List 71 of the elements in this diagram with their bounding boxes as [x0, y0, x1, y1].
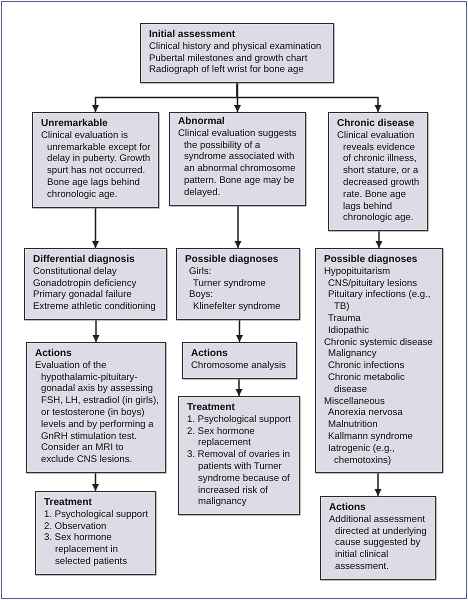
process-box — [176, 248, 300, 320]
box-heading: Possible diagnoses — [185, 254, 280, 266]
box-text: Malignancy — [327, 348, 378, 360]
process-box — [140, 23, 334, 84]
process-box — [35, 491, 156, 575]
box-text: Clinical evaluation suggests the possibility of a syndrome associated with an abnormal chromosome pattern. Bone age may be delayed. — [178, 128, 298, 199]
process-box — [169, 112, 306, 206]
box-text: CNS/pituitary lesions — [327, 278, 418, 290]
box-heading: Unremarkable — [41, 118, 109, 130]
box-heading: Actions — [329, 502, 367, 514]
arrow — [234, 206, 242, 248]
box-text: 1. Psychological support — [187, 414, 292, 426]
process-box — [328, 112, 428, 232]
box-text: Idiopathic — [327, 324, 370, 337]
box-text: Clinical evaluation reveals evidence of chronic illness, short stature, or a decreased growth rate. Bone age lags behind chronologic age. — [337, 130, 420, 224]
box-text: Clinical history and physical examination — [149, 40, 322, 53]
arrow — [374, 473, 382, 496]
box-heading: Abnormal — [178, 116, 226, 128]
box-text: Malnutrition — [327, 419, 379, 431]
box-text: Chronic systemic disease — [324, 336, 434, 348]
box-text: Extreme athletic conditioning — [33, 301, 157, 313]
box-text: Additional assessment directed at underlying cause suggested by initial clinical assessment. — [329, 514, 428, 573]
box-heading: Initial assessment — [149, 29, 236, 41]
process-box — [178, 396, 300, 516]
arrow — [92, 320, 100, 342]
box-heading: Possible diagnoses — [324, 254, 418, 266]
box-text: Iatrogenic (e.g., chemotoxins) — [327, 442, 396, 466]
box-heading: Treatment — [44, 497, 93, 509]
box-text: 2. Observation — [44, 520, 108, 532]
box-text: Chronic metabolic disease — [327, 372, 406, 396]
process-box — [24, 248, 167, 320]
box-heading: Differential diagnosis — [33, 254, 136, 266]
arrow — [236, 379, 242, 396]
box-text: Radiograph of left wrist for bone age — [149, 64, 305, 76]
arrow — [92, 473, 99, 491]
process-box — [182, 342, 297, 379]
box-text: Miscellaneous — [324, 396, 386, 408]
box-text: 1. Psychological support — [44, 508, 149, 521]
box-text: Primary gonadal failure — [33, 289, 133, 302]
arrow — [234, 83, 241, 112]
box-text: Trauma — [327, 312, 362, 325]
box-text: Clinical evaluation is unremarkable except for delay in puberty. Growth spurt has not occurred. Bone age lags behind chronologic age. — [41, 130, 152, 201]
process-box — [320, 496, 436, 580]
box-text: 2. Sex hormone replacement — [187, 426, 256, 450]
box-text: 3. Sex hormone replacement in selected patients — [44, 532, 128, 568]
box-text: Pubertal milestones and growth chart — [149, 52, 308, 64]
box-text: Gonadotropin deficiency — [33, 278, 138, 290]
box-text: Boys: — [188, 289, 214, 302]
box-heading: Treatment — [187, 402, 236, 414]
arrow — [236, 320, 243, 342]
box-text: 3. Removal of ovaries in patients with Turner syndrome because of increased risk of malignancy — [187, 449, 291, 508]
box-text: Hypopituitarism — [324, 266, 392, 278]
box-text: Evaluation of the hypothalamic-pituitary-gonadal axis by assessing FSH, LH, estradiol (in girls), or testosterone (in boys) levels and by performing a GnRH stimulation test. Consider an MRI to exclude CNS lesions. — [35, 360, 159, 466]
box-text: Chronic infections — [327, 360, 406, 372]
box-text: Anorexia nervosa — [327, 407, 404, 420]
process-box — [32, 112, 159, 208]
box-heading: Actions — [191, 348, 229, 360]
arrow — [236, 83, 382, 112]
arrow — [376, 231, 382, 248]
process-box — [315, 248, 443, 474]
box-text: Pituitary infections (e.g., TB) — [327, 289, 432, 313]
box-text: Klinefelter syndrome — [192, 301, 282, 313]
box-text: Kallmann syndrome — [327, 430, 414, 443]
box-text: Chromosome analysis — [191, 360, 287, 372]
box-heading: Actions — [35, 348, 73, 360]
arrow — [92, 208, 99, 248]
box-text: Girls: — [188, 266, 212, 278]
box-text: Turner syndrome — [192, 278, 267, 290]
process-box — [26, 342, 166, 473]
box-text: Constitutional delay — [33, 266, 118, 278]
box-heading: Chronic disease — [337, 118, 416, 130]
